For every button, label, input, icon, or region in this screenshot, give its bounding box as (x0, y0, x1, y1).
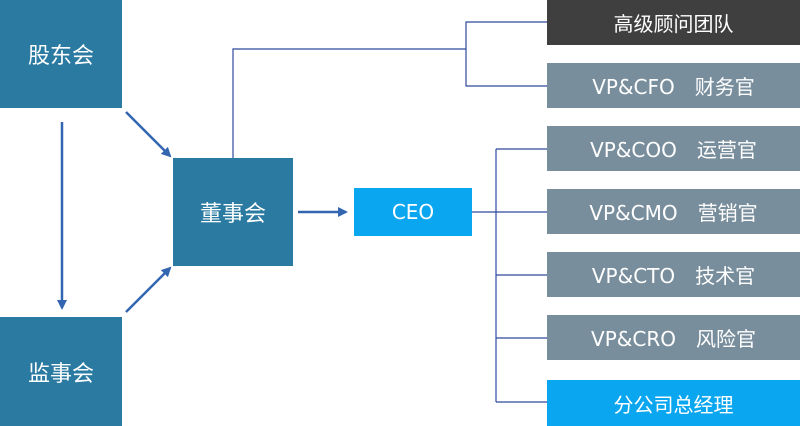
advisors-box: 高级顾问团队 (547, 0, 800, 45)
cto-box: VP&CTO 技术官 (547, 252, 800, 297)
cmo-label: VP&CMO 营销官 (589, 201, 758, 225)
arrow-shareholders-to-board (125, 111, 172, 158)
advisors-label: 高级顾问团队 (613, 12, 734, 36)
arrow-supervisors-to-board (125, 266, 172, 313)
ceo-box: CEO (354, 188, 472, 236)
cfo-label: VP&CFO 财务官 (592, 75, 755, 99)
supervisors-box: 监事会 (0, 317, 122, 426)
cto-label: VP&CTO 技术官 (591, 264, 756, 288)
branch-label: 分公司总经理 (613, 392, 734, 417)
line-board-to-top (232, 48, 466, 158)
ceo-label: CEO (391, 200, 435, 224)
shareholders-label: 股东会 (27, 44, 94, 69)
coo-box: VP&COO 运营官 (547, 126, 800, 171)
branch-box: 分公司总经理 (547, 380, 800, 426)
cfo-box: VP&CFO 财务官 (547, 63, 800, 108)
cro-label: VP&CRO 风险官 (591, 327, 756, 351)
shareholders-box: 股东会 (0, 0, 122, 108)
board-box: 董事会 (173, 158, 293, 266)
coo-label: VP&COO 运营官 (590, 138, 757, 162)
line-advisors-cfo-bracket (465, 21, 547, 87)
cmo-box: VP&CMO 营销官 (547, 189, 800, 234)
cro-box: VP&CRO 风险官 (547, 315, 800, 360)
supervisors-label: 监事会 (27, 361, 94, 387)
board-label: 董事会 (199, 202, 266, 227)
